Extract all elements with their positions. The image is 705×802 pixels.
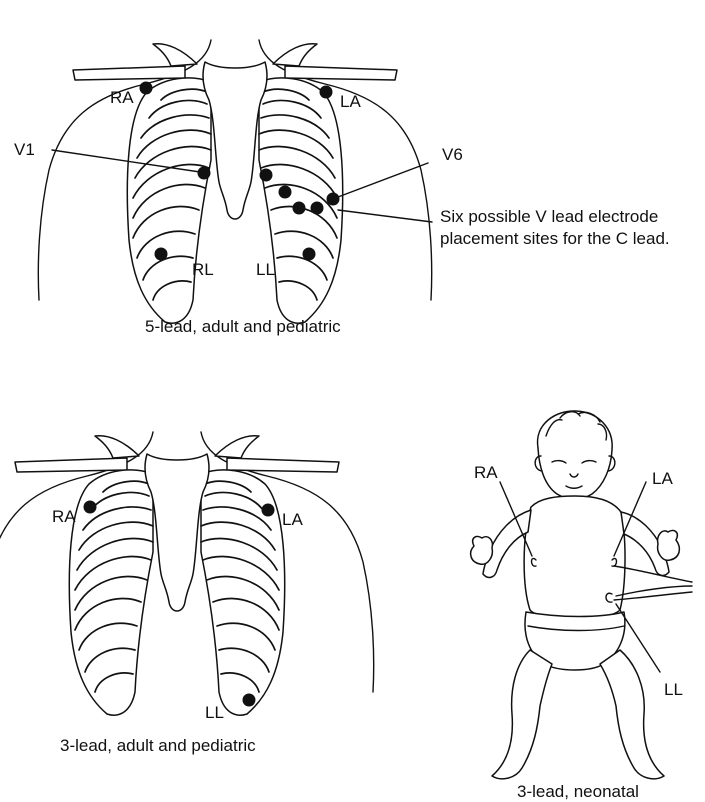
caption-three-lead-adult: 3-lead, adult and pediatric bbox=[60, 736, 256, 755]
neonatal-label-ra: RA bbox=[474, 463, 498, 482]
label-la-2: LA bbox=[282, 510, 303, 529]
three-lead-adult-diagram: RA LA LL 3-lead, adult and pediatric bbox=[0, 432, 374, 755]
three-lead-neonatal-diagram: RA LA LL 3-lead, neonatal bbox=[471, 411, 692, 801]
electrode-v6 bbox=[327, 193, 340, 206]
electrode-v-site-3 bbox=[279, 186, 292, 199]
caption-three-lead-neonatal: 3-lead, neonatal bbox=[517, 782, 639, 801]
adult-torso-illustration bbox=[38, 40, 431, 323]
electrode-v1 bbox=[198, 167, 211, 180]
label-v6: V6 bbox=[442, 145, 463, 164]
note-line-2: placement sites for the C lead. bbox=[440, 229, 670, 248]
electrode-ll-2 bbox=[243, 694, 256, 707]
note-leader-line bbox=[338, 210, 432, 222]
neonatal-label-la: LA bbox=[652, 469, 673, 488]
adult-torso-illustration-2 bbox=[0, 432, 374, 715]
electrode-ra-2 bbox=[84, 501, 97, 514]
infant-illustration bbox=[471, 411, 692, 779]
caption-five-lead: 5-lead, adult and pediatric bbox=[145, 317, 341, 336]
label-ll-2: LL bbox=[205, 703, 224, 722]
note-line-1: Six possible V lead electrode bbox=[440, 207, 658, 226]
label-rl: RL bbox=[192, 260, 214, 279]
label-ra-2: RA bbox=[52, 507, 76, 526]
electrode-ra bbox=[140, 82, 153, 95]
v6-leader-line bbox=[338, 163, 428, 197]
neonatal-label-ll: LL bbox=[664, 680, 683, 699]
label-la: LA bbox=[340, 92, 361, 111]
five-lead-diagram: RA LA V1 V6 RL LL Six possible V lead el… bbox=[14, 40, 670, 336]
electrode-la bbox=[320, 86, 333, 99]
label-ll: LL bbox=[256, 260, 275, 279]
electrode-ll bbox=[303, 248, 316, 261]
electrode-rl bbox=[155, 248, 168, 261]
electrode-v-site-2 bbox=[260, 169, 273, 182]
label-v1: V1 bbox=[14, 140, 35, 159]
electrode-v-site-5 bbox=[311, 202, 324, 215]
electrode-la-2 bbox=[262, 504, 275, 517]
label-ra: RA bbox=[110, 88, 134, 107]
electrode-v-site-4 bbox=[293, 202, 306, 215]
